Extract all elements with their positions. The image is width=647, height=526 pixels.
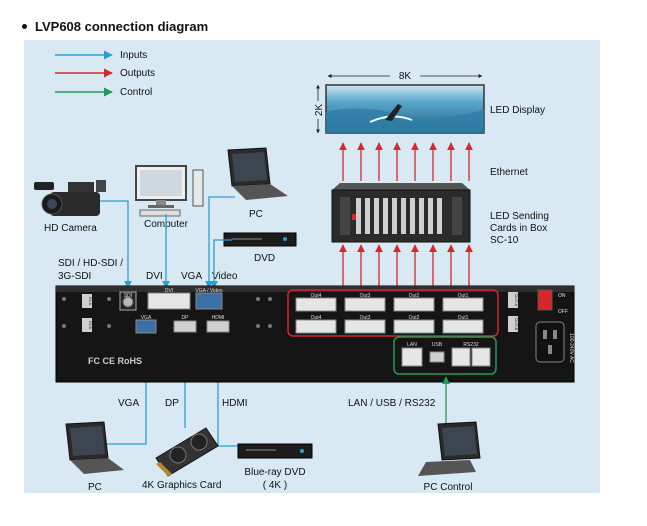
- sdi-port: [122, 296, 134, 308]
- dvd-player-icon: [223, 232, 297, 247]
- surfer-figure: [385, 104, 402, 121]
- box-handle-right: [452, 197, 462, 235]
- out3-top-label: Out3: [360, 293, 371, 299]
- dvi-label: DVI: [146, 271, 163, 282]
- rs232-port-label: RS232: [463, 342, 479, 348]
- laptop-icon: [227, 147, 288, 200]
- height-label: 2K: [314, 104, 325, 117]
- out2-bottom-label: Out2: [409, 315, 420, 321]
- out1-bottom-label: Out1: [458, 315, 469, 321]
- out3-bottom-label: Out3: [360, 315, 371, 321]
- output-group-outline: [287, 289, 499, 337]
- width-label: 8K: [399, 71, 412, 82]
- sending-card-box: [331, 183, 471, 243]
- hd-camera-icon: [34, 180, 106, 216]
- dvi-port: [147, 292, 191, 310]
- pc-control-laptop-icon: [418, 421, 481, 476]
- sdi-port-label: SDI: [124, 293, 132, 299]
- dp-port: [173, 320, 197, 333]
- vga-video-port-label: VGA / Video: [195, 288, 222, 294]
- sending-box-label-2: Cards in Box: [490, 223, 547, 234]
- led-display-label: LED Display: [490, 105, 545, 116]
- bluray-player-icon: [237, 443, 313, 459]
- dvi-port-label: DVI: [165, 288, 173, 294]
- certification-marks: FC CE RoHS: [88, 356, 142, 366]
- hd-camera-label: HD Camera: [44, 223, 97, 234]
- output-arrows: [339, 244, 473, 288]
- out4-bottom-label: Out4: [311, 315, 322, 321]
- power-switch: [537, 289, 553, 311]
- hdmi-label: HDMI: [222, 398, 248, 409]
- sending-box-label-3: SC-10: [490, 235, 519, 246]
- control-label: LAN / USB / RS232: [348, 398, 436, 409]
- vga-port: [135, 319, 157, 334]
- title-text: LVP608 connection diagram: [35, 19, 209, 34]
- vga-top-label: VGA: [181, 271, 202, 282]
- pc-bottom-label: PC: [88, 482, 102, 493]
- sending-box-label-1: LED Sending: [490, 211, 549, 222]
- out-a-tag: OUT-A: [514, 294, 519, 307]
- rs232-port-2: [471, 347, 491, 367]
- rs232-port-1: [451, 347, 471, 367]
- lan-port: [401, 347, 423, 367]
- sdi-label-2: 3G-SDI: [58, 271, 91, 282]
- vga-video-port: [195, 292, 223, 310]
- out1-top-label: Out1: [458, 293, 469, 299]
- video-label: Video: [212, 271, 238, 282]
- legend: Inputs Outputs Control: [55, 50, 155, 98]
- pc-control-label: PC Control: [424, 482, 473, 493]
- laptop-bottom-icon: [65, 421, 124, 474]
- ethernet-label: Ethernet: [490, 167, 528, 178]
- graphics-card-icon: [155, 427, 219, 477]
- hdmi-port-label: HDMI: [212, 315, 225, 321]
- computer-icon: [135, 165, 204, 217]
- box-power-led: [352, 214, 356, 220]
- diagram-title: LVP608 connection diagram: [22, 19, 208, 34]
- usb-port-label: USB: [432, 342, 443, 348]
- control-group-outline: [393, 336, 497, 375]
- height-label-bg: [312, 101, 324, 119]
- vga-bottom-label: VGA: [118, 398, 139, 409]
- lvp608-processor: IN-A IN-B SDI DVI VGA / Video VGA DP HDM…: [55, 285, 575, 383]
- power-on-label: ON: [558, 293, 566, 299]
- out4-top-label: Out4: [311, 293, 322, 299]
- legend-control-label: Control: [120, 87, 152, 98]
- usb-port: [429, 351, 445, 363]
- legend-outputs-label: Outputs: [120, 68, 155, 79]
- lan-port-label: LAN: [407, 342, 417, 348]
- bullet-icon: [22, 24, 27, 30]
- out2-top-label: Out2: [409, 293, 420, 299]
- width-label-bg: [390, 69, 420, 81]
- pc-top-label: PC: [249, 209, 263, 220]
- power-rating-label: 100-240V AC: [568, 333, 574, 363]
- power-off-label: OFF: [558, 309, 568, 315]
- in-b-tag: IN-B: [88, 321, 93, 329]
- in-a-tag: IN-A: [88, 297, 93, 305]
- legend-inputs-label: Inputs: [120, 50, 147, 61]
- box-handle-left: [340, 197, 350, 235]
- graphics-card-label: 4K Graphics Card: [142, 480, 221, 491]
- out-b-tag: OUT-B: [514, 318, 519, 331]
- dp-port-label: DP: [182, 315, 190, 321]
- sdi-label-1: SDI / HD-SDI /: [58, 258, 123, 269]
- power-socket: [535, 321, 565, 363]
- bluray-label-1: Blue-ray DVD: [244, 467, 305, 478]
- vga-port-label: VGA: [141, 315, 152, 321]
- box-top: [332, 183, 470, 190]
- bluray-label-2: ( 4K ): [263, 480, 287, 491]
- wave-shape: [326, 108, 484, 133]
- ethernet-arrows: [339, 142, 473, 181]
- led-display: 8K 2K LED Display: [312, 69, 545, 134]
- hdmi-port: [206, 320, 230, 333]
- dvd-label: DVD: [254, 253, 275, 264]
- dp-label: DP: [165, 398, 179, 409]
